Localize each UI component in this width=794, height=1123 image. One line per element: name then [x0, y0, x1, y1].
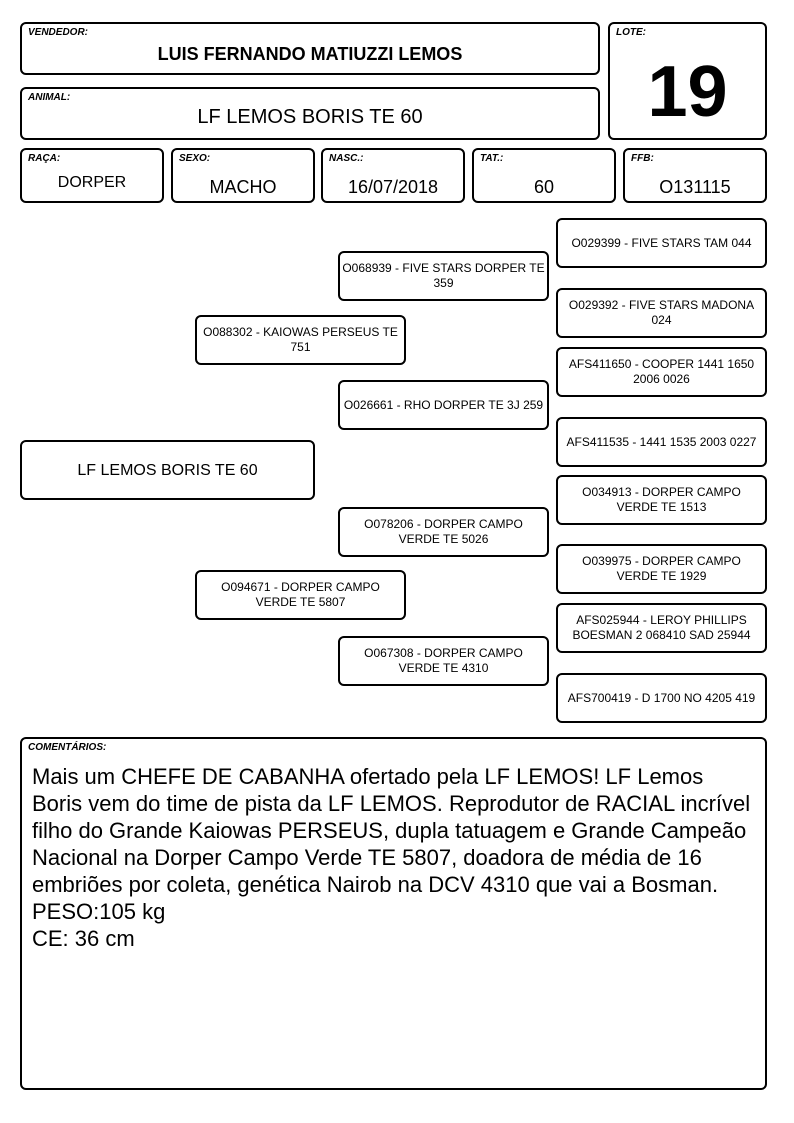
pedigree-dds: AFS025944 - LEROY PHILLIPS BOESMAN 2 068…	[556, 603, 767, 653]
pedigree-ssd: O029392 - FIVE STARS MADONA 024	[556, 288, 767, 338]
pedigree-sss: O029399 - FIVE STARS TAM 044	[556, 218, 767, 268]
comments-text: Mais um CHEFE DE CABANHA ofertado pela L…	[32, 764, 751, 951]
pedigree-dsd: O039975 - DORPER CAMPO VERDE TE 1929	[556, 544, 767, 594]
comments-box: COMENTÁRIOS: Mais um CHEFE DE CABANHA of…	[20, 737, 767, 1090]
pedigree-dam: O094671 - DORPER CAMPO VERDE TE 5807	[195, 570, 406, 620]
sex-label: SEXO:	[179, 153, 211, 164]
breed-label: RAÇA:	[28, 153, 61, 164]
pedigree-sire: O088302 - KAIOWAS PERSEUS TE 751	[195, 315, 406, 365]
ffb-box: FFB: O131115	[623, 148, 767, 203]
sex-box: SEXO: MACHO	[171, 148, 315, 203]
breed-value: DORPER	[57, 174, 127, 191]
comments-label: COMENTÁRIOS:	[28, 742, 107, 753]
pedigree-sds: AFS411650 - COOPER 1441 1650 2006 0026	[556, 347, 767, 397]
ffb-value: O131115	[659, 177, 731, 197]
pedigree-dam-sire: O078206 - DORPER CAMPO VERDE TE 5026	[338, 507, 549, 557]
breed-box: RAÇA: DORPER	[20, 148, 164, 203]
pedigree-ddd: AFS700419 - D 1700 NO 4205 419	[556, 673, 767, 723]
pedigree-dss: O034913 - DORPER CAMPO VERDE TE 1513	[556, 475, 767, 525]
pedigree-sire-dam: O026661 - RHO DORPER TE 3J 259	[338, 380, 549, 430]
pedigree-sdd: AFS411535 - 1441 1535 2003 0227	[556, 417, 767, 467]
animal-label: ANIMAL:	[28, 92, 71, 103]
tattoo-label: TAT.:	[480, 153, 504, 164]
lot-number: 19	[647, 52, 728, 132]
pedigree-dam-dam: O067308 - DORPER CAMPO VERDE TE 4310	[338, 636, 549, 686]
lot-label: LOTE:	[616, 27, 646, 38]
vendor-box: VENDEDOR: LUIS FERNANDO MATIUZZI LEMOS	[20, 22, 600, 75]
sex-value: MACHO	[209, 177, 277, 197]
tattoo-box: TAT.: 60	[472, 148, 616, 203]
tattoo-value: 60	[533, 177, 555, 197]
pedigree-sire-sire: O068939 - FIVE STARS DORPER TE 359	[338, 251, 549, 301]
vendor-value: LUIS FERNANDO MATIUZZI LEMOS	[157, 44, 463, 64]
birth-label: NASC.:	[329, 153, 364, 164]
lot-box: LOTE: 19	[608, 22, 767, 140]
birth-value: 16/07/2018	[347, 177, 439, 197]
birth-box: NASC.: 16/07/2018	[321, 148, 465, 203]
animal-box: ANIMAL: LF LEMOS BORIS TE 60	[20, 87, 600, 140]
animal-value: LF LEMOS BORIS TE 60	[197, 106, 423, 128]
ffb-label: FFB:	[631, 153, 654, 164]
vendor-label: VENDEDOR:	[28, 27, 89, 38]
pedigree-animal: LF LEMOS BORIS TE 60	[20, 440, 315, 500]
